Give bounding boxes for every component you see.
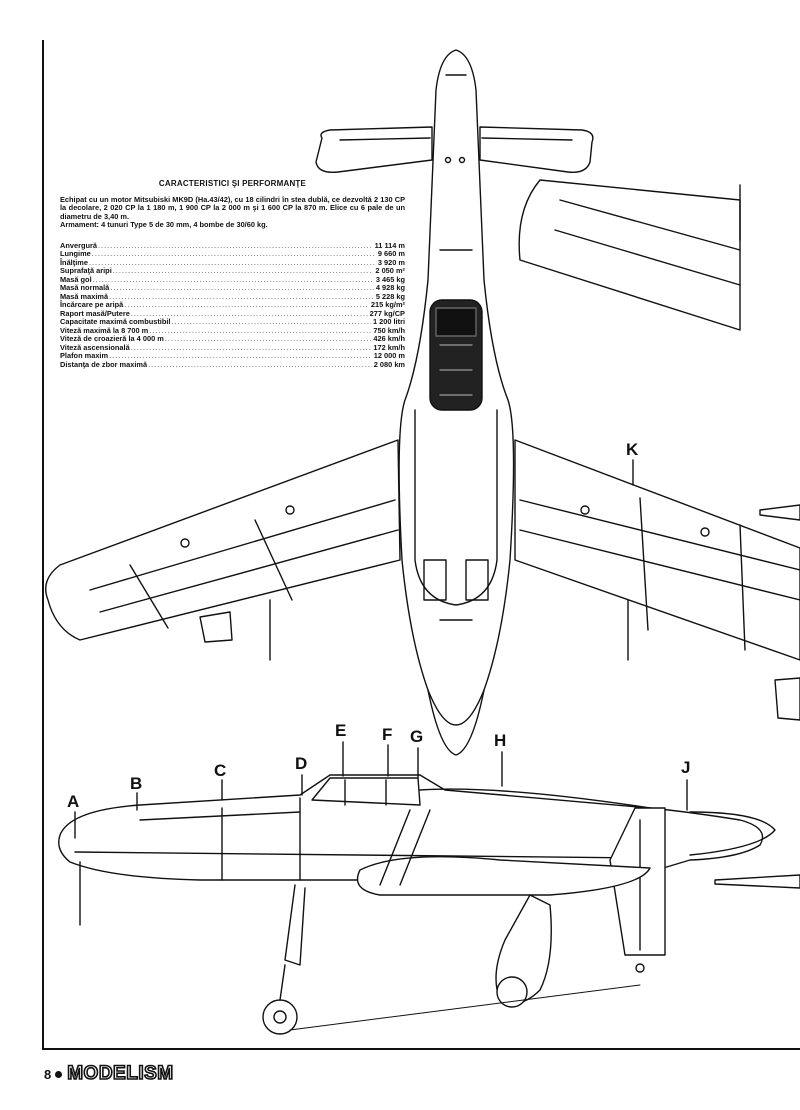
spec-row: Încărcare pe aripă215 kg/m² [60,301,405,311]
spec-row: Masă gol3 465 kg [60,275,405,285]
frame-left-rule [42,40,44,1050]
plan-view [45,49,800,889]
page-footer: 8 MODELISM [44,1062,174,1086]
spinner-plan [427,689,485,726]
spec-row: Suprafaţă aripi2 050 m² [60,267,405,277]
canopy-side [311,777,421,806]
spec-row: Raport masă/Putere277 kg/CP [60,309,405,319]
spec-row: Viteză ascensională172 km/h [60,343,405,353]
rear-spinner [689,811,776,856]
spec-row: Masă maximă5 228 kg [60,292,405,302]
frame-bottom-rule [42,1048,800,1050]
specifications-block: CARACTERISTICI ŞI PERFORMANŢE Echipat cu… [60,179,405,370]
callout-j: J [681,758,691,777]
magazine-logo: MODELISM [66,1062,174,1085]
spec-row: Viteză maximă la 8 700 m750 km/h [60,326,405,336]
specs-title: CARACTERISTICI ŞI PERFORMANŢE [158,179,307,188]
side-view [58,459,776,1035]
spec-row: Capacitate maximă combustibil1 200 litri [60,318,405,328]
wing-profile [356,855,651,896]
horizontal-stabilizer [315,126,433,173]
callout-g: G [410,727,424,746]
callout-e: E [335,721,347,740]
main-landing-gear [284,884,306,966]
spec-row: Înălţime3 920 m [60,258,405,268]
horizontal-stabilizer-right [479,126,594,173]
callout-h: H [494,731,507,750]
spec-row: Anvergură11 114 m [60,241,405,251]
spec-row: Lungime9 660 m [60,250,405,260]
spec-row: Masă normală4 928 kg [60,284,405,294]
callout-f: F [382,725,393,744]
callout-d: D [295,754,308,773]
spec-row: Viteză de croazieră la 4 000 m426 km/h [60,335,405,345]
callout-a: A [67,792,80,811]
right-wing [514,439,800,661]
callout-k: K [626,440,639,459]
armament-description: Armament: 4 tunuri Type 5 de 30 mm, 4 bo… [60,220,268,230]
spec-row: Plafon maxim12 000 m [60,352,405,362]
engine-description: Echipat cu un motor Mitsubiski MK9D (Ha.… [60,194,405,221]
bullet-separator [55,1070,63,1078]
left-wing [45,439,401,641]
callout-b: B [130,774,143,793]
spec-row: Distanţa de zbor maximă2 080 km [60,360,405,370]
vertical-tail [609,807,666,956]
page-number: 8 [44,1066,52,1082]
callout-c: C [214,761,227,780]
